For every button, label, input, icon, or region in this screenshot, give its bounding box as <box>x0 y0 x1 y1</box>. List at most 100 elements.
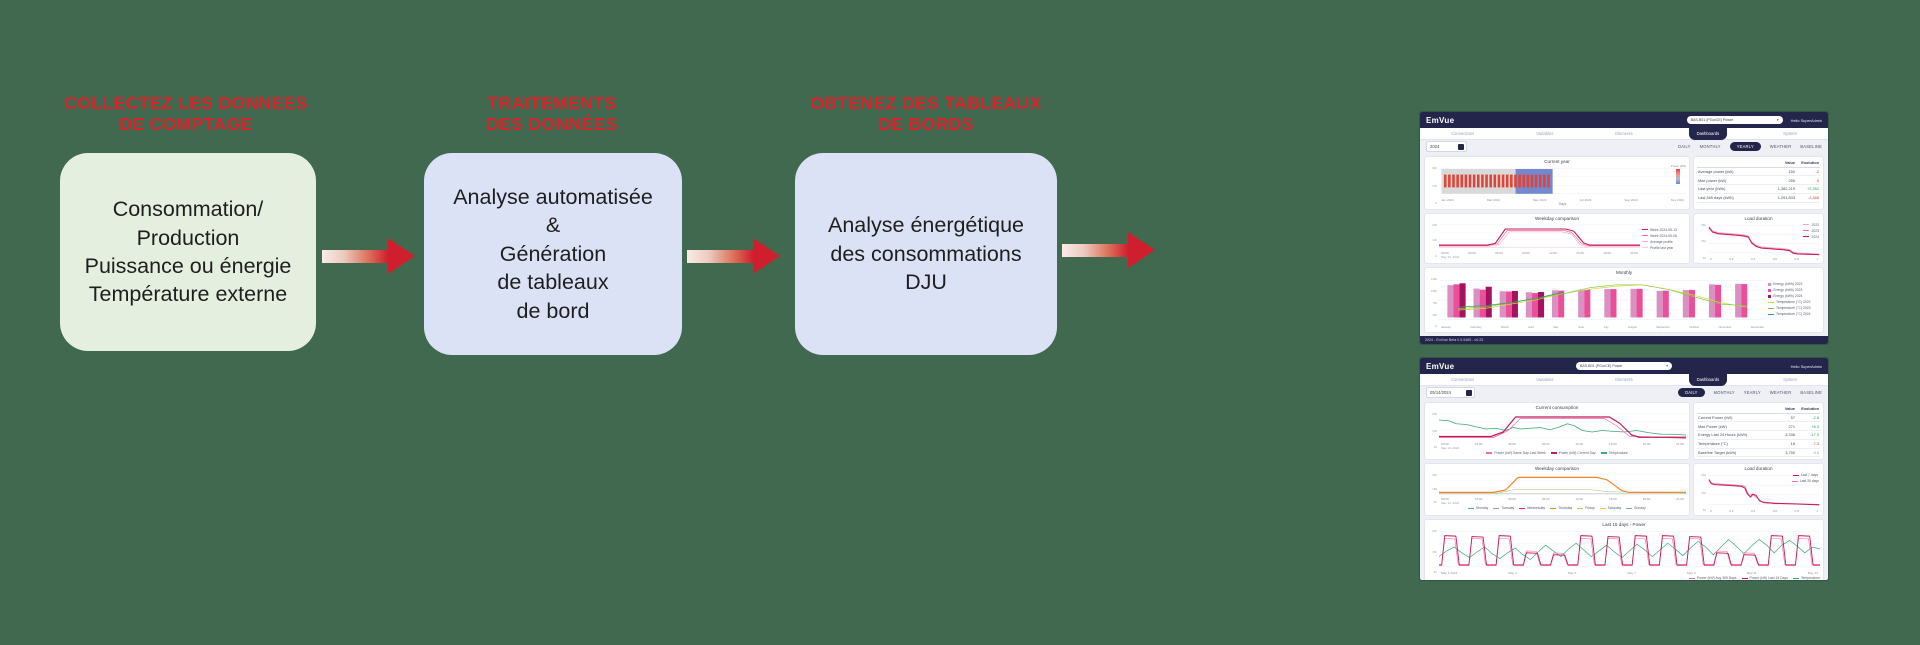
axis-tick-label: 50 <box>1702 255 1706 260</box>
axis-tick-label: 0 <box>1710 509 1712 514</box>
app-header: EmVue BAS.B01 (PGorCE) Power ▾ Hello Sup… <box>1420 358 1828 374</box>
axis-tick-label: Sep 2024 <box>1624 198 1638 202</box>
meter-select[interactable]: BAS.B01 (PGorCE) Power ▾ <box>1576 362 1672 370</box>
axis-tick-label: 0.6 <box>1772 509 1778 514</box>
period-tab-monthly[interactable]: MONTHLY <box>1699 144 1721 149</box>
axis-tick-label: 1 <box>1816 256 1818 261</box>
axis-tick-label: 00:00 <box>1441 250 1449 255</box>
axis-tick-label: 200 <box>1432 222 1437 227</box>
app-footer: 2024 - EmVue Beta 0.5.5465 - v0.25 <box>1420 336 1828 344</box>
axis-tick-label: September <box>1656 325 1670 330</box>
axis-tick-label: 50 <box>1433 445 1437 449</box>
axis-tick-label: 0.6 <box>1772 256 1778 261</box>
arrow-shaft <box>687 249 753 263</box>
step-heading-process: TRAITEMENTS DES DONNÉES <box>486 93 618 135</box>
axis-tick-label: 00:00 <box>1441 442 1449 446</box>
axis-tick-label: 0 <box>1435 253 1437 258</box>
axis-tick-label: 100 <box>1432 238 1437 243</box>
axis-tick-label: July <box>1603 325 1609 330</box>
chart-date-note: May 13, 2024 <box>1441 254 1460 259</box>
period-tab-yearly[interactable]: YEARLY <box>1729 142 1761 151</box>
axis-tick-label: 70k <box>1432 300 1437 305</box>
app-header: EmVue BAS.B01 (PGorCE) Power ▾ Hello Sup… <box>1420 112 1828 128</box>
nav-tab-connections[interactable]: Connections <box>1450 377 1475 382</box>
legend-swatch <box>1768 313 1774 316</box>
chart-title: Load duration <box>1744 466 1773 472</box>
legend-item-2024: 2024 <box>1803 235 1819 239</box>
period-tab-yearly[interactable]: YEARLY <box>1743 390 1761 395</box>
nav-tab-system[interactable]: System <box>1783 377 1798 382</box>
nav-tab-elements[interactable]: Elements <box>1615 131 1633 136</box>
axis-tick-label: 150 <box>1432 183 1437 188</box>
axis-tick-label: 250 <box>1701 222 1706 227</box>
axis-tick-label: August <box>1627 325 1637 330</box>
axis-tick-label: 150 <box>1701 490 1706 495</box>
current-year-chart <box>1439 168 1686 194</box>
legend-swatch <box>1550 452 1557 454</box>
axis-tick-label: February <box>1470 325 1482 330</box>
emvue-logo: EmVue <box>1426 361 1455 371</box>
axis-tick-label: 03:00 <box>1474 497 1483 502</box>
weekday-comparison-chart <box>1439 224 1640 250</box>
legend-swatch <box>1642 228 1648 231</box>
period-tab-daily[interactable]: DAILY <box>1678 144 1691 149</box>
nav-tab-dashboards[interactable]: Dashboards <box>1688 128 1728 140</box>
axis-tick-label: 140k <box>1430 277 1437 282</box>
chevron-down-icon: ▾ <box>1776 118 1779 122</box>
period-tab-baseline[interactable]: BASELINE <box>1800 144 1822 149</box>
legend-swatch <box>1792 577 1799 580</box>
kpi-row-max-power-kw: Max power (kW)255-5 <box>1697 176 1820 186</box>
period-tab-weather[interactable]: WEATHER <box>1769 144 1792 149</box>
legend-swatch <box>1626 507 1633 510</box>
nav-tab-variables[interactable]: Variables <box>1536 377 1554 382</box>
year-select[interactable]: 2024 <box>1426 141 1467 152</box>
legend-swatch <box>1741 577 1748 580</box>
axis-tick-label: October <box>1689 325 1700 330</box>
kpi-row-average-power-kw: Average power (kW)150-2 <box>1697 168 1820 177</box>
axis-tick-label: 12:00 <box>1549 250 1557 255</box>
emvue-logo: EmVue <box>1426 115 1455 125</box>
axis-tick-label: 50 <box>1433 500 1437 505</box>
nav-tab-connections[interactable]: Connections <box>1450 131 1475 136</box>
axis-tick-label: 0.8 <box>1794 509 1799 514</box>
period-tab-baseline[interactable]: BASELINE <box>1800 390 1822 395</box>
nav-tab-elements[interactable]: Elements <box>1615 377 1633 382</box>
axis-tick-label: 0.4 <box>1750 509 1756 514</box>
nav-tab-system[interactable]: System <box>1783 131 1798 136</box>
legend-item-energy-kwh-2022: Energy (kWh) 2022 <box>1768 282 1802 286</box>
legend-swatch <box>1642 240 1648 243</box>
axis-tick-label: May 3 <box>1508 571 1517 576</box>
legend-swatch <box>1550 507 1557 510</box>
meter-select[interactable]: BAS.B01 (PGorCE) Power ▾ <box>1686 116 1783 124</box>
axis-tick-label: 03:00 <box>1474 442 1483 446</box>
nav-tab-dashboards[interactable]: Dashboards <box>1688 374 1728 386</box>
axis-tick-label: 50 <box>1433 570 1437 575</box>
kpi-row-energy-last-24-hours-kwh: Energy Last 24 Hours (kWh)3,336-17.9 <box>1697 431 1820 440</box>
legend-swatch <box>1519 507 1526 510</box>
date-input[interactable]: 05/14/2024 <box>1426 387 1475 398</box>
meter-select-value: BAS.B01 (PGorCE) Power <box>1580 364 1623 368</box>
legend-swatch <box>1768 294 1772 298</box>
chart-title: Weekday comparison <box>1534 466 1580 472</box>
period-tab-weather[interactable]: WEATHER <box>1769 390 1792 395</box>
year-select-value: 2024 <box>1430 144 1440 149</box>
legend-item-power-kw-last-15-days: Power (kW) Last 15 Days <box>1741 576 1788 580</box>
axis-tick-label: June <box>1578 325 1585 330</box>
axis-tick-label: 0.2 <box>1729 509 1734 514</box>
nav-tab-variables[interactable]: Variables <box>1536 131 1554 136</box>
legend-swatch <box>1768 301 1774 304</box>
axis-tick-label: May <box>1553 325 1559 330</box>
period-tab-daily[interactable]: DAILY <box>1678 388 1705 397</box>
axis-tick-label: 18:00 <box>1642 497 1651 502</box>
axis-tick-label: 300 <box>1432 166 1437 170</box>
period-tab-monthly[interactable]: MONTHLY <box>1713 390 1735 395</box>
arrow-shaft <box>322 249 388 263</box>
axis-tick-label: 06:00 <box>1508 442 1516 446</box>
axis-tick-label: December <box>1750 325 1764 330</box>
